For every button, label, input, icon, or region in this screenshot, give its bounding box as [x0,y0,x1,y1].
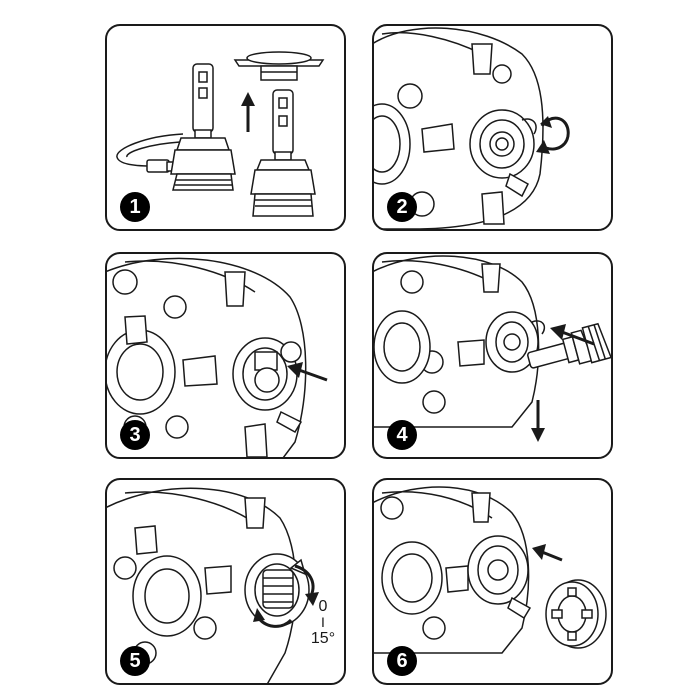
angle-label-dash: I [321,614,325,630]
rotate-arrow-icon [294,564,319,606]
step-number: 2 [396,196,408,218]
adapter-ring-icon [233,51,325,81]
pointer-arrow-icon [532,544,563,562]
step-panel-5: 5 0 I 15° [105,478,346,685]
pointer-arrow-icon [287,362,328,382]
step-number: 5 [129,650,141,672]
step-number: 4 [396,424,408,446]
step-panel-2: 2 [372,24,613,231]
rotate-arrow-icon [253,608,293,628]
up-arrow-icon [241,92,255,132]
headlight-housing-icon [373,27,544,230]
angle-label-bottom: 15° [310,630,336,647]
led-bulb-icon [170,63,236,191]
led-bulb-icon [527,322,613,369]
step-number: 6 [396,650,408,672]
led-bulb-icon [250,89,316,217]
insert-arrow-icon [550,324,595,346]
step-number: 3 [129,424,141,446]
angle-label-top: 0 [318,598,328,615]
step-panel-1: 1 [105,24,346,231]
headlight-housing-icon [106,487,310,684]
headlight-housing-icon [373,486,532,654]
step-panel-6: 6 [372,478,613,685]
step-panel-3: 3 [105,252,346,459]
rotate-arrow-icon [536,116,570,154]
step-panel-4: 4 [372,252,613,459]
headlight-housing-icon [373,255,546,428]
step-number: 1 [129,196,141,218]
down-arrow-icon [531,400,545,442]
dust-cap-icon [545,579,607,649]
